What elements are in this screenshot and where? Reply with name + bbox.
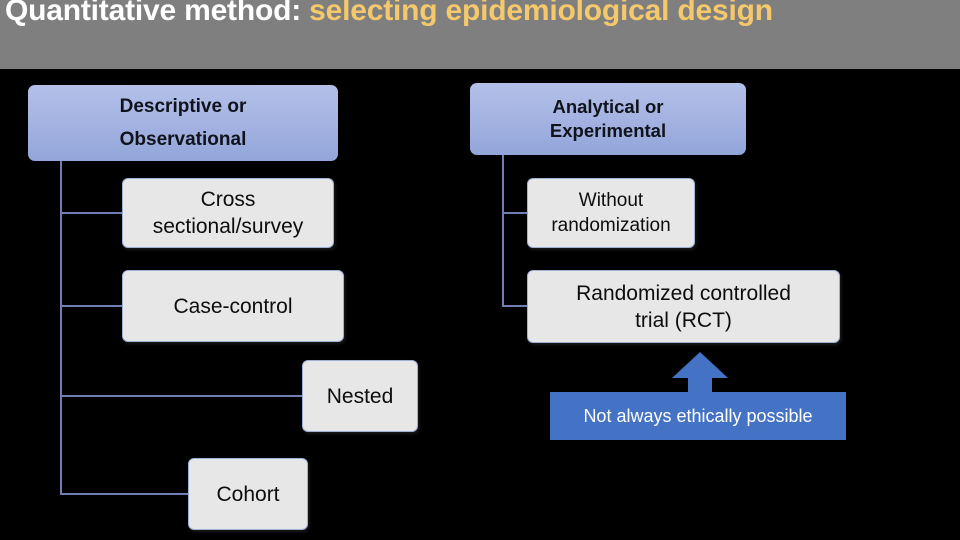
title-highlight: selecting epidemiological design	[309, 0, 773, 27]
node-case-control-label: Case-control	[173, 294, 293, 318]
node-without-line1: Without	[578, 190, 644, 211]
connector-to-nested	[60, 395, 303, 397]
node-without-line2: randomization	[551, 215, 671, 236]
node-case-control[interactable]: Case-control	[122, 270, 344, 342]
title-band	[0, 0, 960, 69]
node-analytical-line2: Experimental	[549, 120, 667, 141]
connector-to-cohort	[60, 493, 189, 495]
node-rct-line1: Randomized controlled	[576, 281, 791, 305]
node-without-randomization[interactable]: Without randomization	[527, 178, 695, 248]
node-cross-sectional-survey[interactable]: Cross sectional/survey	[122, 178, 334, 248]
node-rct-line2: trial (RCT)	[635, 308, 732, 332]
connector-descriptive-trunk	[60, 161, 62, 494]
callout-not-always-ethically-possible[interactable]: Not always ethically possible	[550, 392, 846, 440]
title-lead: Quantitative method:	[5, 0, 310, 27]
node-descriptive-line1: Descriptive or	[119, 96, 247, 117]
node-randomized-controlled-trial[interactable]: Randomized controlled trial (RCT)	[527, 270, 840, 343]
node-cross-line1: Cross	[200, 188, 256, 211]
connector-to-case-control	[60, 305, 123, 307]
node-analytical-line1: Analytical or	[552, 96, 664, 117]
node-cross-line2: sectional/survey	[152, 215, 304, 238]
node-cohort-label: Cohort	[216, 482, 280, 506]
node-descriptive-observational[interactable]: Descriptive or Observational	[28, 85, 338, 161]
connector-to-rct	[502, 305, 528, 307]
connector-to-cross-sectional	[60, 212, 123, 214]
connector-analytical-trunk	[502, 155, 504, 306]
page-title: Quantitative method: selecting epidemiol…	[5, 0, 955, 28]
up-arrow-icon	[672, 352, 728, 396]
node-analytical-experimental[interactable]: Analytical or Experimental	[470, 83, 746, 155]
node-nested-label: Nested	[326, 384, 394, 408]
callout-label: Not always ethically possible	[583, 405, 813, 426]
node-descriptive-line2: Observational	[119, 129, 247, 150]
node-nested[interactable]: Nested	[302, 360, 418, 432]
node-cohort[interactable]: Cohort	[188, 458, 308, 530]
connector-to-without-randomization	[502, 212, 528, 214]
